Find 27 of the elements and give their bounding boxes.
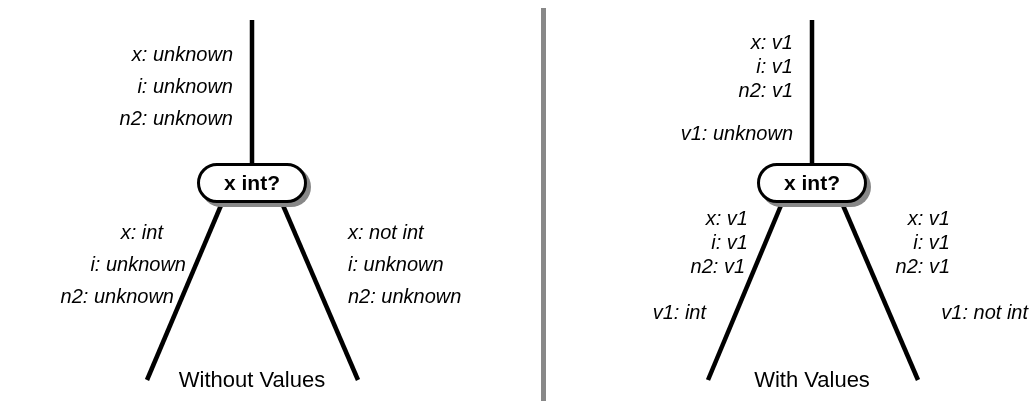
state-label: x: not int xyxy=(348,220,424,244)
panel-title: Without Values xyxy=(178,368,326,392)
state-label: i: unknown xyxy=(348,252,444,276)
state-label: x: v1 xyxy=(907,206,950,230)
state-label: n2: v1 xyxy=(690,254,745,278)
state-label: n2: unknown xyxy=(348,284,462,308)
state-label: n2: v1 xyxy=(895,254,950,278)
state-label: i: v1 xyxy=(756,54,793,78)
state-label: i: v1 xyxy=(711,230,748,254)
state-label: i: unknown xyxy=(137,74,233,98)
state-label: x: int xyxy=(120,220,163,244)
state-label: i: unknown xyxy=(90,252,186,276)
question-text: x int? xyxy=(784,171,840,195)
panel-title: With Values xyxy=(754,368,870,392)
line xyxy=(249,20,255,163)
state-label: x: v1 xyxy=(750,30,793,54)
state-label: n2: unknown xyxy=(60,284,174,308)
state-label: v1: unknown xyxy=(680,121,793,145)
line xyxy=(809,20,815,163)
state-label: n2: unknown xyxy=(119,106,233,130)
state-label: i: v1 xyxy=(913,230,950,254)
state-label: n2: v1 xyxy=(738,78,793,102)
state-label: x: unknown xyxy=(131,42,233,66)
state-label: v1: not int xyxy=(941,300,1028,324)
state-label: x: v1 xyxy=(705,206,748,230)
question-text: x int? xyxy=(224,171,280,195)
state-label: v1: int xyxy=(652,300,706,324)
